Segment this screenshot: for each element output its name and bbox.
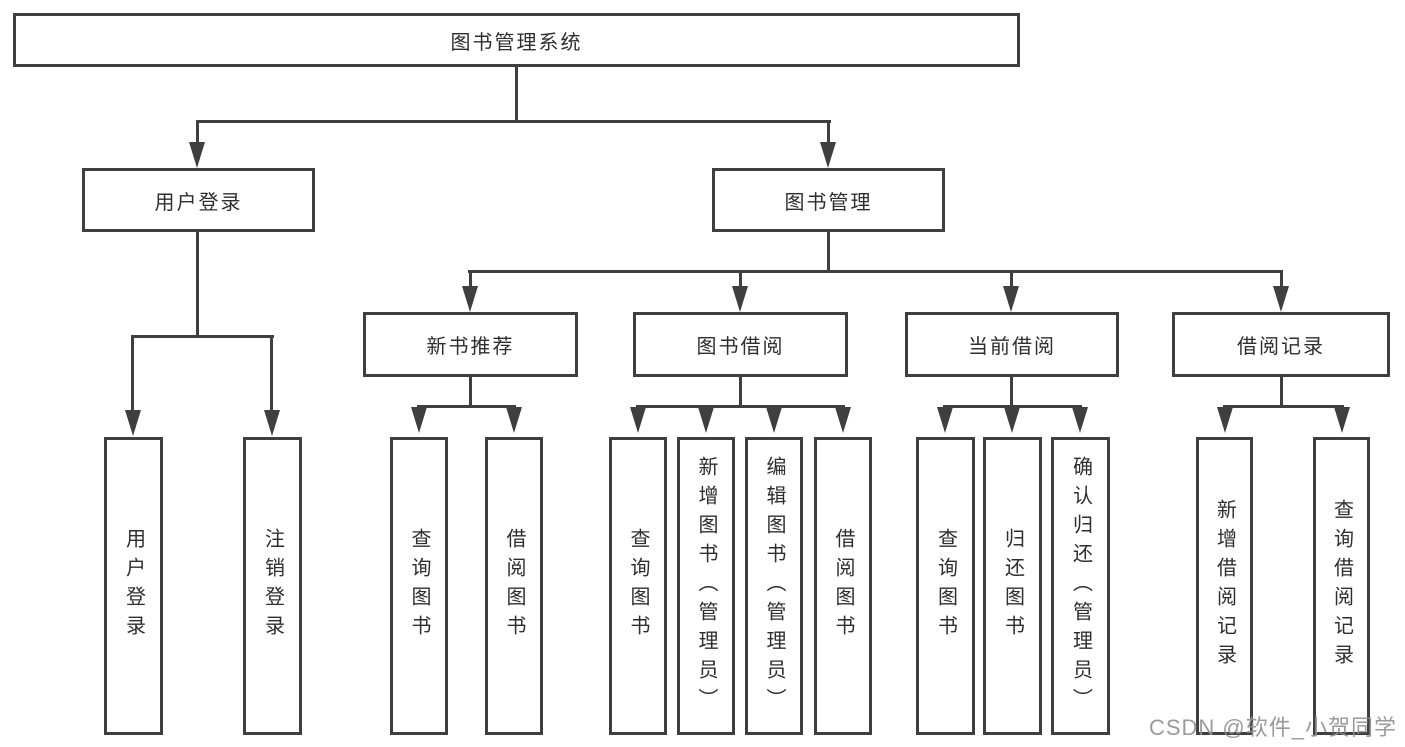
node-book-management: 图书管理 [712, 168, 945, 232]
node-root-label: 图书管理系统 [450, 31, 583, 54]
arrow-down-icon [698, 407, 714, 433]
connector-line [469, 377, 472, 407]
node-current-borrowing-label: 当前借阅 [968, 336, 1056, 358]
leaf-current-query-books-label: 查询图书 [934, 528, 957, 644]
node-book-borrowing: 图书借阅 [633, 312, 848, 377]
arrow-down-icon [835, 407, 851, 433]
connector-line [131, 335, 274, 338]
node-book-management-label: 图书管理 [784, 191, 873, 214]
connector-line [196, 120, 199, 146]
connector-line [1010, 377, 1013, 407]
connector-line [636, 405, 845, 408]
leaf-add-books-admin: 新增图书（管理员） [677, 437, 735, 735]
leaf-recommend-borrow-books: 借阅图书 [485, 437, 543, 735]
leaf-confirm-return-admin: 确认归还（管理员） [1051, 437, 1110, 735]
node-borrowing-records: 借阅记录 [1172, 312, 1390, 377]
node-new-book-recommend: 新书推荐 [363, 312, 578, 377]
connector-line [469, 270, 472, 290]
leaf-logout: 注销登录 [243, 437, 302, 735]
arrow-down-icon [1217, 407, 1233, 433]
connector-line [131, 335, 134, 412]
connector-line [515, 67, 518, 122]
connector-line [196, 120, 831, 123]
leaf-add-borrow-record-label: 新增借阅记录 [1213, 499, 1236, 673]
leaf-recommend-borrow-books-label: 借阅图书 [503, 528, 525, 644]
connector-line [417, 405, 516, 408]
leaf-user-login-label: 用户登录 [122, 528, 145, 644]
connector-line [1280, 270, 1283, 290]
leaf-confirm-return-admin-label: 确认归还（管理员） [1069, 455, 1092, 717]
node-user-login: 用户登录 [82, 168, 315, 232]
leaf-logout-label: 注销登录 [261, 528, 284, 644]
connector-line [1223, 405, 1344, 408]
leaf-borrowing-query-books: 查询图书 [609, 437, 667, 735]
arrow-down-icon [189, 142, 205, 168]
leaf-user-login: 用户登录 [104, 437, 163, 735]
leaf-borrowing-query-books-label: 查询图书 [627, 528, 649, 644]
node-new-book-recommend-label: 新书推荐 [426, 336, 515, 358]
arrow-down-icon [411, 407, 427, 433]
connector-line [827, 120, 830, 146]
leaf-query-borrow-record: 查询借阅记录 [1313, 437, 1370, 735]
connector-line [739, 270, 742, 290]
connector-line [739, 377, 742, 407]
leaf-borrow-books-label: 借阅图书 [832, 528, 854, 644]
arrow-down-icon [264, 410, 280, 436]
arrow-down-icon [766, 407, 782, 433]
csdn-watermark: CSDN @软件_小贺同学 [1148, 715, 1397, 740]
node-borrowing-records-label: 借阅记录 [1237, 336, 1325, 358]
arrow-down-icon [732, 286, 748, 312]
node-root: 图书管理系统 [13, 13, 1020, 67]
arrow-down-icon [820, 142, 836, 168]
leaf-edit-books-admin: 编辑图书（管理员） [745, 437, 803, 735]
leaf-current-query-books: 查询图书 [916, 437, 975, 735]
connector-line [468, 270, 1283, 273]
leaf-return-books-label: 归还图书 [1001, 528, 1024, 644]
connector-line [270, 335, 273, 412]
arrow-down-icon [1334, 407, 1350, 433]
leaf-add-borrow-record: 新增借阅记录 [1196, 437, 1253, 735]
arrow-down-icon [630, 407, 646, 433]
arrow-down-icon [937, 407, 953, 433]
node-user-login-label: 用户登录 [154, 191, 243, 214]
connector-line [196, 232, 199, 337]
leaf-borrow-books: 借阅图书 [814, 437, 872, 735]
arrow-down-icon [506, 407, 522, 433]
arrow-down-icon [1003, 286, 1019, 312]
arrow-down-icon [462, 286, 478, 312]
connector-line [1280, 377, 1283, 407]
arrow-down-icon [1004, 407, 1020, 433]
arrow-down-icon [125, 410, 141, 436]
arrow-down-icon [1273, 286, 1289, 312]
connector-line [827, 232, 830, 272]
leaf-edit-books-admin-label: 编辑图书（管理员） [763, 455, 785, 717]
arrow-down-icon [1072, 407, 1088, 433]
leaf-recommend-query-books-label: 查询图书 [408, 528, 430, 644]
node-book-borrowing-label: 图书借阅 [696, 336, 785, 358]
leaf-add-books-admin-label: 新增图书（管理员） [695, 455, 717, 717]
leaf-return-books: 归还图书 [983, 437, 1042, 735]
connector-line [1010, 270, 1013, 290]
node-current-borrowing: 当前借阅 [905, 312, 1119, 377]
leaf-recommend-query-books: 查询图书 [390, 437, 448, 735]
leaf-query-borrow-record-label: 查询借阅记录 [1330, 499, 1353, 673]
connector-line [943, 405, 1082, 408]
